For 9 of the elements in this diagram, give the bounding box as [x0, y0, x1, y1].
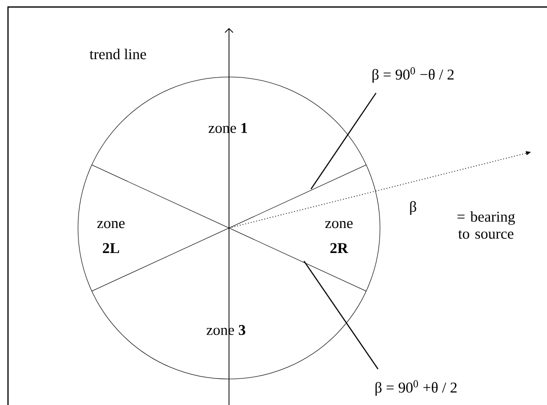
leader-line — [310, 92, 376, 190]
zone-label: zone 2L — [97, 220, 125, 254]
formula-label: β = 90$^{0}$ −θ / 2 — [372, 67, 454, 83]
formula-label: β = 90$^{0}$ +θ / 2 — [376, 380, 457, 396]
axis-label: trend line — [90, 48, 146, 60]
leader-line — [304, 260, 378, 370]
definition-label: = bearing to source — [458, 211, 515, 239]
zone-label: zone 2R — [325, 220, 353, 254]
symbol-label: β — [410, 201, 416, 215]
